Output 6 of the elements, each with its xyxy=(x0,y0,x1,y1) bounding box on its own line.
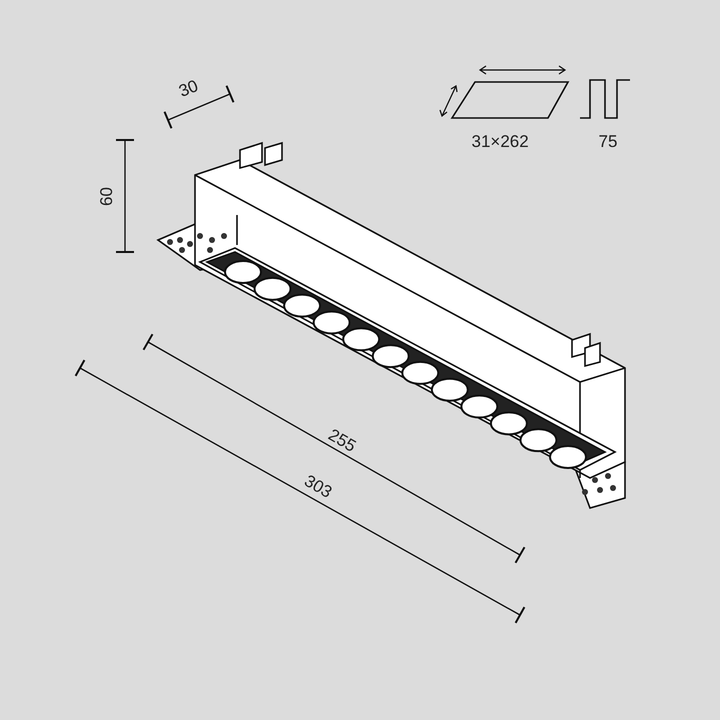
dimension-label: 255 xyxy=(326,426,359,454)
dimension-label: 60 xyxy=(97,186,114,206)
dimension-label: 75 xyxy=(598,132,618,150)
dimension-label: 30 xyxy=(176,76,200,100)
dimension-label: 303 xyxy=(302,472,335,500)
dimension-label: 31×262 xyxy=(472,132,529,150)
